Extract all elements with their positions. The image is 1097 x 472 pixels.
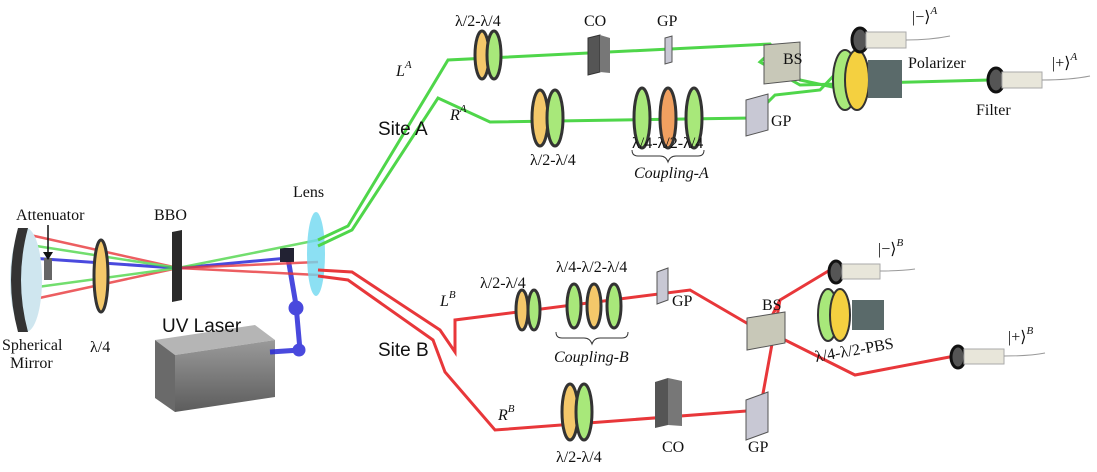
attenuator-label: Attenuator	[16, 207, 85, 224]
site-a-co-label: CO	[584, 13, 606, 30]
site-b-minus-output-label: |−⟩B	[878, 237, 903, 258]
quarter-wave-label: λ/4	[90, 339, 110, 356]
uv-mirror	[280, 248, 294, 262]
site-b-bs-label: BS	[762, 297, 782, 314]
site-b-gp-top-label: GP	[672, 293, 693, 310]
site-b-title: Site B	[378, 340, 429, 361]
site-a-gp-bottom-label: GP	[771, 113, 792, 130]
site-a-coupling-plates-label: λ/4-λ/2-λ/4	[632, 135, 703, 152]
r-a-label: RA	[449, 103, 467, 124]
uv-laser	[155, 325, 275, 412]
site-b-co-label: CO	[662, 439, 684, 456]
coupling-b-brace	[555, 331, 629, 346]
bbo-crystal	[172, 230, 182, 302]
site-b-coupling-plates-label: λ/4-λ/2-λ/4	[556, 259, 627, 276]
lens	[307, 212, 325, 296]
site-a-waveplate-bottom-label: λ/2-λ/4	[530, 152, 576, 169]
site-a-coupling-label: Coupling-A	[634, 165, 709, 182]
r-b-label: RB	[497, 403, 515, 424]
site-a-title: Site A	[378, 119, 428, 140]
mirror-label-1: Spherical	[2, 337, 63, 354]
site-b-components	[514, 259, 1046, 442]
site-b-coupling-label: Coupling-B	[554, 349, 629, 366]
coupling-a-brace	[631, 149, 705, 164]
filter-label: Filter	[976, 102, 1011, 119]
site-a-gp-top-label: GP	[657, 13, 678, 30]
site-a-bs-label: BS	[783, 51, 803, 68]
lens-label: Lens	[293, 184, 324, 201]
site-a-plus-output-label: |+⟩A	[1052, 51, 1077, 72]
mirror-label-2: Mirror	[10, 355, 53, 372]
l-a-label: LA	[395, 59, 412, 80]
site-a-waveplate-top-label: λ/2-λ/4	[455, 13, 501, 30]
bbo-label: BBO	[154, 207, 187, 224]
site-b-waveplate-bottom-label: λ/2-λ/4	[556, 449, 602, 466]
l-b-label: LB	[439, 289, 456, 310]
quarter-wave-plate	[92, 238, 110, 314]
arrow-head-icon	[43, 252, 53, 260]
spherical-mirror	[10, 228, 42, 332]
site-b-plus-output-label: |+⟩B	[1008, 325, 1033, 346]
site-b-waveplate-top-label: λ/2-λ/4	[480, 275, 526, 292]
uv-laser-label: UV Laser	[162, 316, 242, 337]
site-a-components	[473, 26, 1091, 150]
site-b-gp-bottom-label: GP	[748, 439, 769, 456]
site-a-minus-output-label: |−⟩A	[912, 5, 937, 26]
attenuator	[44, 258, 52, 280]
polarizer-label: Polarizer	[908, 55, 966, 72]
